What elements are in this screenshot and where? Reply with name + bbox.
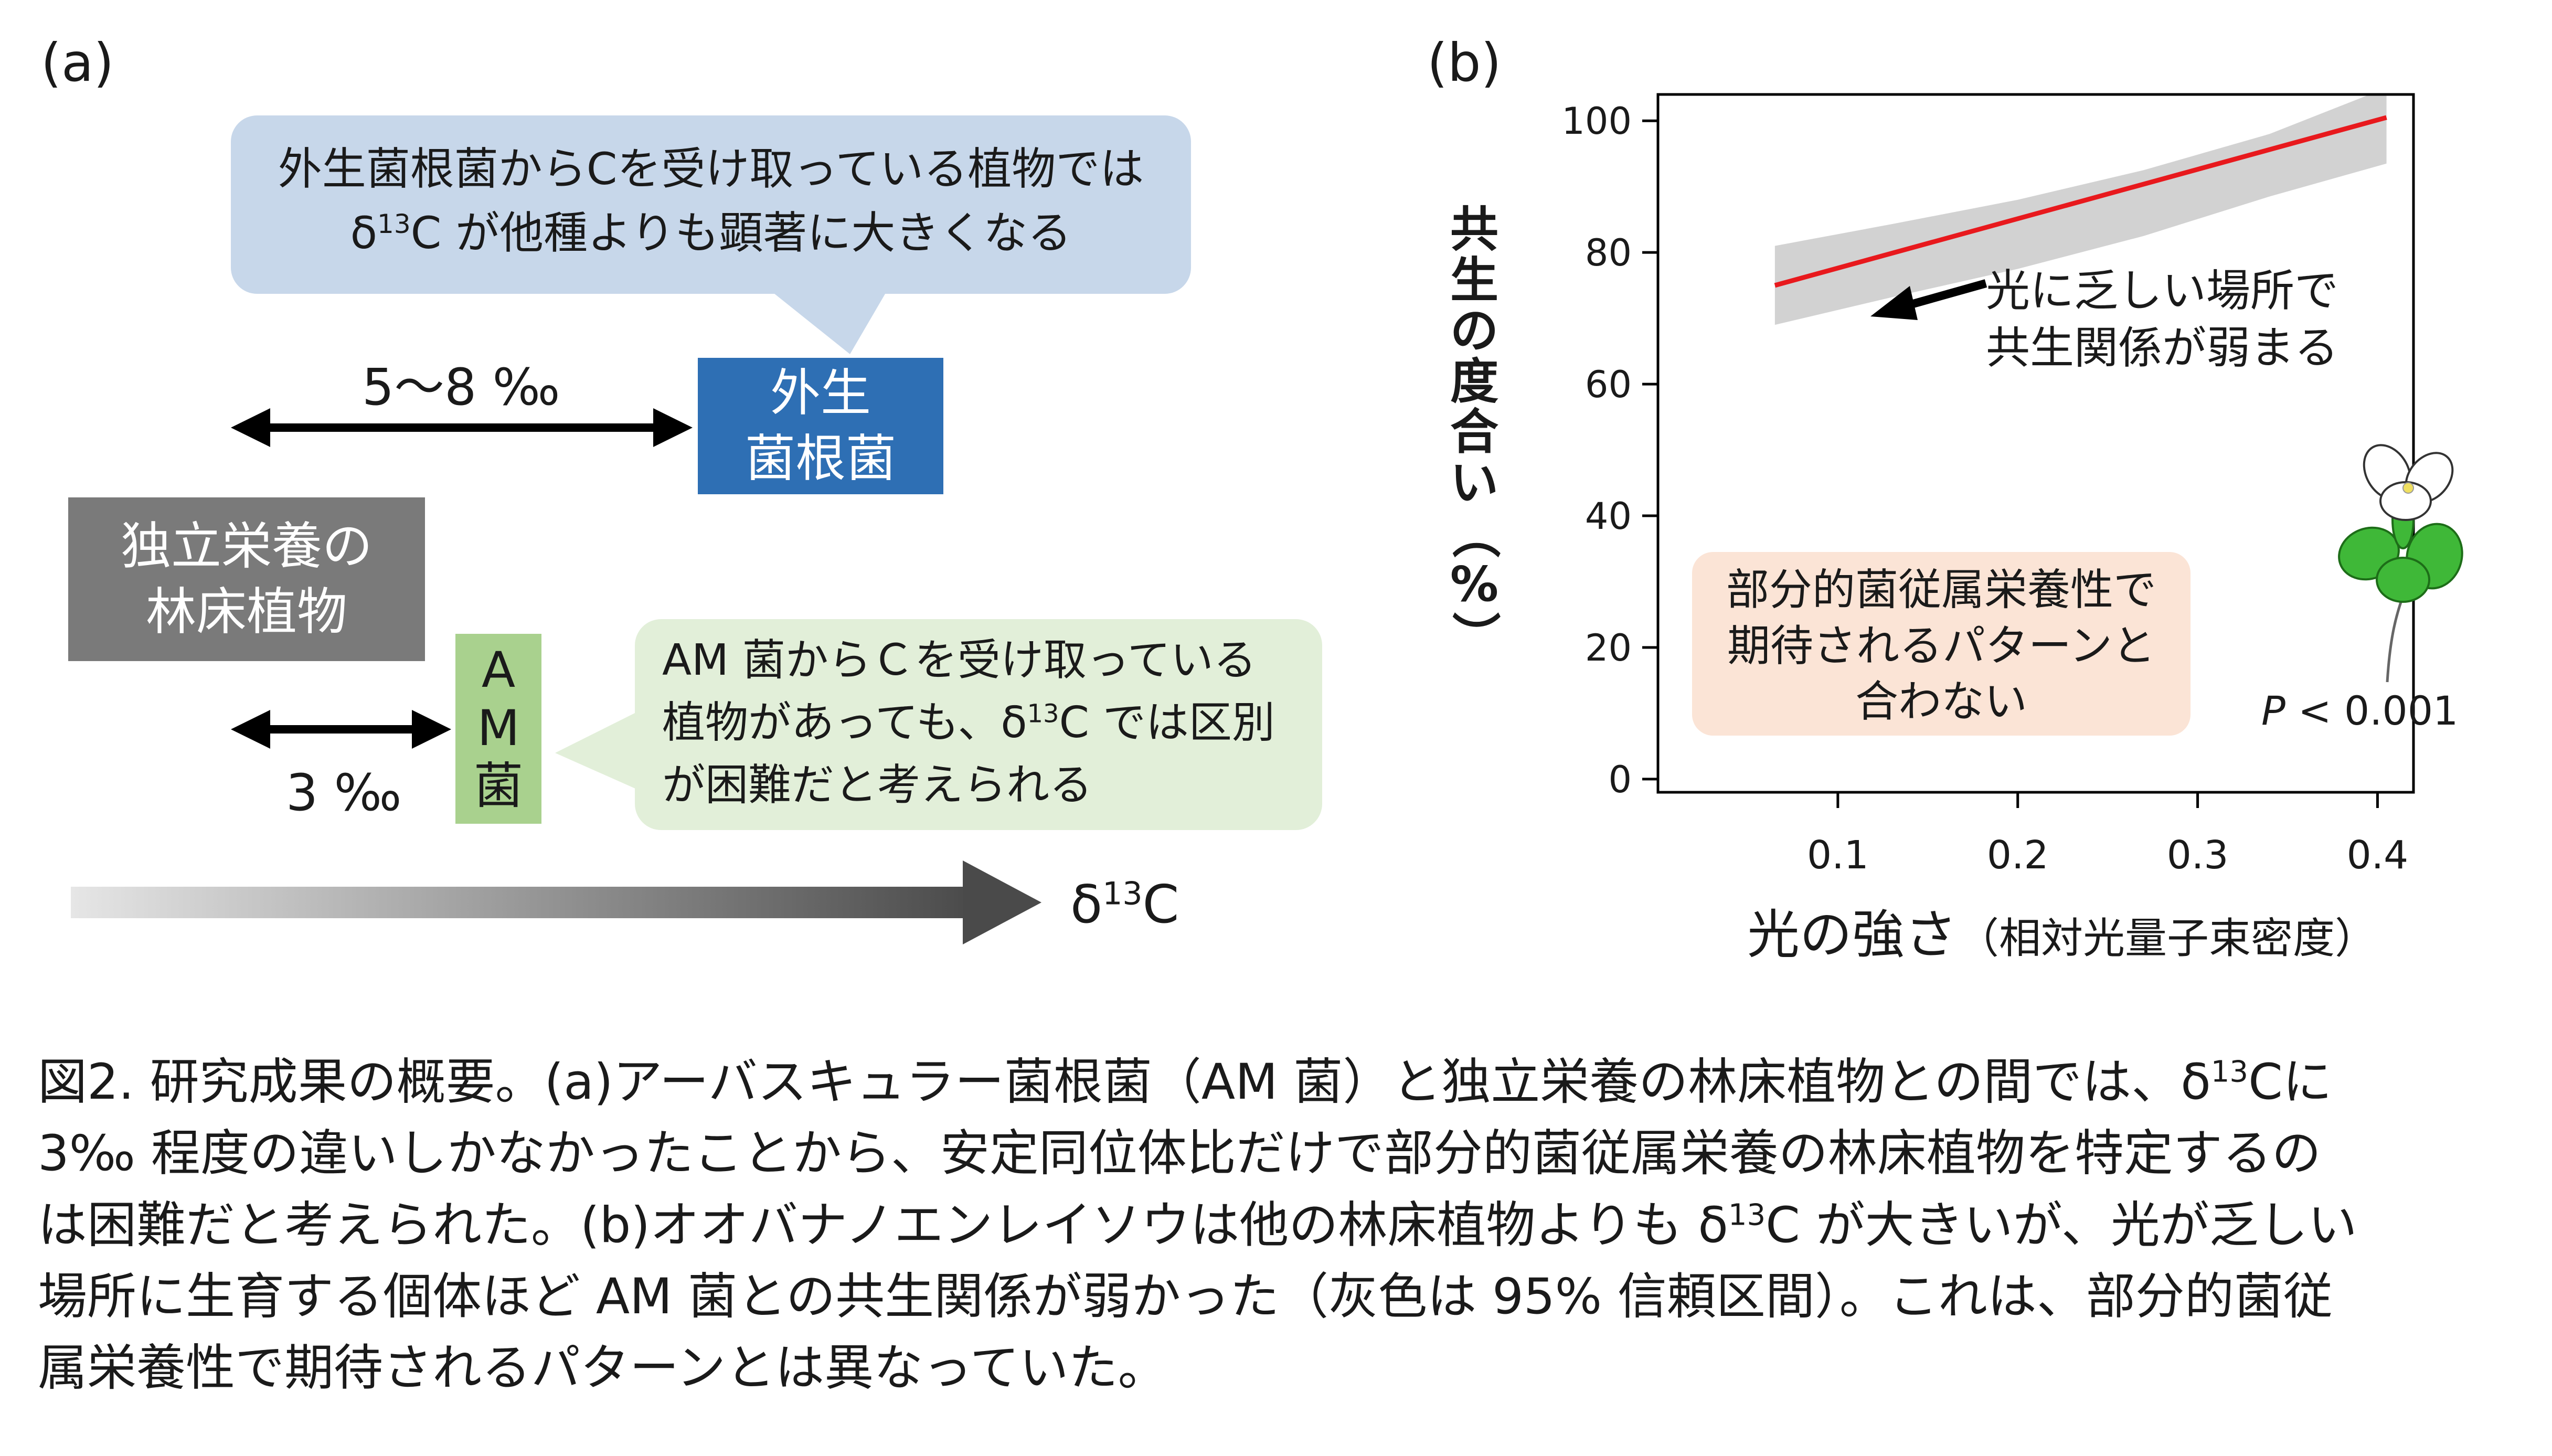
ecm-bubble-pointer [771, 291, 887, 354]
am-box-line3: 菌 [473, 758, 523, 815]
mismatch-line2: 期待されるパターンと [1727, 621, 2155, 671]
am-callout-line1: AM 菌からＣを受け取っている [662, 635, 1257, 685]
am-box-line2: M [477, 699, 520, 757]
y-tick-label: 20 [1585, 626, 1632, 669]
y-tick-label: 0 [1608, 758, 1632, 801]
panel-b-label: (b) [1427, 32, 1502, 93]
mismatch-line3: 合わない [1855, 677, 2027, 727]
autotrophic-box-line2: 林床植物 [146, 582, 347, 641]
x-axis-label: 光の強さ（相対光量子束密度） [1747, 904, 2377, 965]
caption-line4: 場所に生育する個体ほど AM 菌との共生関係が弱かった（灰色は 95% 信頼区間… [38, 1268, 2333, 1325]
am-box-line1: A [481, 641, 516, 699]
mismatch-note-box: 部分的菌従属栄養性で 期待されるパターンと 合わない [1692, 552, 2191, 736]
delta13c-gradient-arrow [71, 860, 1041, 944]
annotation-line1: 光に乏しい場所で [1986, 265, 2339, 316]
plot-frame [1656, 93, 2415, 794]
range-am-label: 3 ‰ [286, 763, 402, 822]
am-callout-line3: が困難だと考えられる [662, 760, 1093, 810]
caption-line2: 3‰ 程度の違いしかなかったことから、安定同位体比だけで部分的菌従属栄養の林床植… [38, 1125, 2321, 1183]
trillium-plant-icon [2338, 444, 2463, 683]
ecm-callout-text: 外生菌根菌からCを受け取っている植物では δ13C が他種よりも顕著に大きくなる [231, 137, 1191, 265]
x-tick-label: 0.4 [2347, 833, 2409, 878]
range-ecm-arrow [231, 408, 693, 447]
x-tick-label: 0.2 [1987, 833, 2049, 878]
y-tick-label: 100 [1561, 100, 1632, 143]
y-tick-label: 80 [1585, 231, 1632, 274]
x-tick-label: 0.3 [2167, 833, 2229, 878]
y-axis-label: 共 生 の 度 合 い （ % ） [1447, 201, 1503, 660]
range-am-arrow [231, 710, 451, 749]
figure-caption: 図2. 研究成果の概要。(a)アーバスキュラー菌根菌（AM 菌）と独立栄養の林床… [38, 1047, 2514, 1404]
autotrophic-plant-box: 独立栄養の 林床植物 [68, 497, 425, 661]
am-bubble-pointer [555, 706, 650, 795]
caption-line1: 図2. 研究成果の概要。(a)アーバスキュラー菌根菌（AM 菌）と独立栄養の林床… [38, 1054, 2332, 1111]
low-light-arrow [1870, 279, 1987, 320]
am-fungi-box: A M 菌 [455, 634, 541, 824]
y-tick-label: 40 [1585, 495, 1632, 538]
low-light-annotation: 光に乏しい場所で 共生関係が弱まる [1986, 262, 2338, 377]
caption-line5: 属栄養性で期待されるパターンとは異なっていた。 [38, 1340, 1167, 1397]
ecm-box-line1: 外生 [770, 364, 871, 423]
regression-line-0 [1774, 115, 2387, 288]
confidence-band [1774, 94, 2387, 325]
mismatch-line1: 部分的菌従属栄養性で [1726, 565, 2156, 615]
ecm-fungi-box: 外生 菌根菌 [698, 358, 943, 494]
am-callout-text: AM 菌からＣを受け取っている 植物があっても、δ13C では区別 が困難だと考… [662, 630, 1275, 817]
ecm-callout-bubble [231, 115, 1191, 294]
range-ecm-label: 5〜8 ‰ [362, 358, 560, 417]
caption-line3: は困難だと考えられた。(b)オオバナノエンレイソウは他の林床植物よりも δ13C… [38, 1196, 2357, 1254]
autotrophic-box-line1: 独立栄養の [121, 517, 373, 576]
ecm-callout-line2: δ13C が他種よりも顕著に大きくなる [350, 207, 1072, 259]
symbiosis-vs-light-chart: 0 20 40 60 80 100 0.1 0.2 0.3 0.4 [1561, 93, 2415, 878]
x-tick-label: 0.1 [1807, 833, 1869, 878]
am-callout-bubble [635, 619, 1322, 830]
am-callout-line2: 植物があっても、δ13C では区別 [662, 697, 1275, 748]
delta13c-axis-label: δ13C [1070, 874, 1179, 935]
y-tick-label: 60 [1585, 363, 1632, 406]
p-value-label: P < 0.001 [2261, 687, 2459, 734]
ecm-box-line2: 菌根菌 [745, 429, 896, 488]
ecm-callout-line1: 外生菌根菌からCを受け取っている植物では [278, 143, 1144, 195]
panel-a-label: (a) [41, 32, 114, 93]
annotation-line2: 共生関係が弱まる [1986, 322, 2339, 374]
